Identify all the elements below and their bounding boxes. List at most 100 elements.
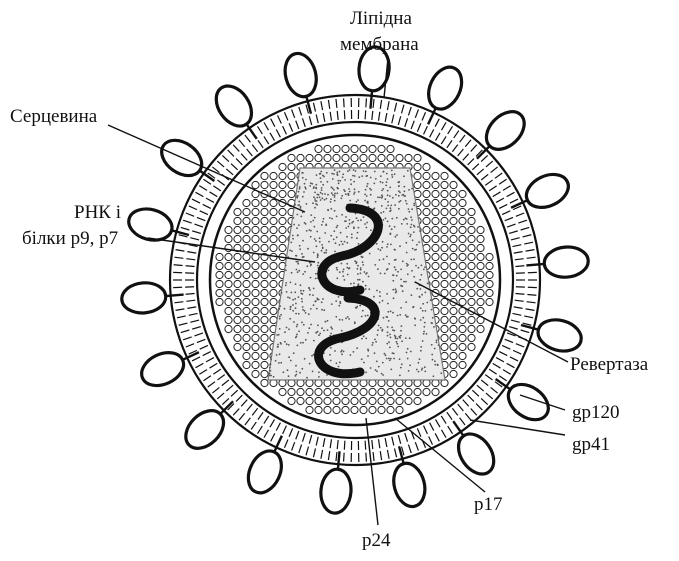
capsid-dot <box>356 201 358 203</box>
capsid-dot <box>349 267 351 269</box>
lipid-tick-inner <box>417 428 420 436</box>
lipid-tick-inner <box>463 154 469 161</box>
capsid-dot <box>414 318 416 320</box>
capsid-dot <box>325 224 327 226</box>
matrix-bead <box>279 190 286 197</box>
capsid-dot <box>321 244 323 246</box>
capsid-dot <box>438 344 440 346</box>
capsid-dot <box>387 243 389 245</box>
lipid-tick-inner <box>511 238 520 240</box>
capsid-dot <box>328 270 330 272</box>
lipid-tick-inner <box>302 118 305 127</box>
capsid-dot <box>345 317 347 319</box>
capsid-dot <box>333 173 335 175</box>
matrix-bead <box>459 208 466 215</box>
lipid-tick-outer <box>176 250 185 252</box>
lipid-tick-outer <box>507 192 515 196</box>
capsid-dot <box>306 230 308 232</box>
matrix-bead <box>459 217 466 224</box>
lipid-tick-outer <box>526 250 535 252</box>
matrix-bead <box>369 154 376 161</box>
lipid-tick-outer <box>408 107 411 116</box>
capsid-dot <box>399 192 401 194</box>
capsid-dot <box>431 309 433 311</box>
matrix-bead <box>459 352 466 359</box>
capsid-dot <box>269 364 271 366</box>
capsid-dot <box>315 278 317 280</box>
matrix-bead <box>468 217 475 224</box>
matrix-bead <box>468 253 475 260</box>
matrix-bead <box>324 145 331 152</box>
capsid-dot <box>357 273 359 275</box>
capsid-dot <box>406 263 408 265</box>
matrix-bead <box>432 271 439 278</box>
capsid-dot <box>395 337 397 339</box>
capsid-dot <box>302 172 304 174</box>
capsid-dot <box>386 269 388 271</box>
capsid-dot <box>324 199 326 201</box>
capsid-dot <box>382 362 384 364</box>
lipid-tick-outer <box>222 155 229 161</box>
lipid-tick-inner <box>515 300 524 301</box>
capsid-dot <box>321 327 323 329</box>
matrix-bead <box>369 397 376 404</box>
capsid-dot <box>366 195 368 197</box>
lipid-tick-inner <box>430 129 434 137</box>
capsid-dot <box>396 234 398 236</box>
gp120-knob <box>521 168 574 214</box>
capsid-dot <box>365 371 367 373</box>
capsid-dot <box>426 333 428 335</box>
matrix-bead <box>261 181 268 188</box>
matrix-bead <box>459 343 466 350</box>
lipid-tick-inner <box>405 433 408 442</box>
lipid-tick-inner <box>505 339 513 342</box>
matrix-bead <box>351 154 358 161</box>
capsid-dot <box>304 358 306 360</box>
lipid-tick-inner <box>514 252 523 254</box>
lipid-tick-inner <box>186 266 195 267</box>
capsid-dot <box>338 296 340 298</box>
lipid-tick-outer <box>435 119 439 127</box>
capsid-dot <box>358 191 360 193</box>
lipid-tick-inner <box>477 169 484 175</box>
capsid-dot <box>385 218 387 220</box>
capsid-dot <box>388 263 390 265</box>
capsid-dot <box>301 298 303 300</box>
matrix-bead <box>378 154 385 161</box>
matrix-bead <box>450 262 457 269</box>
capsid-dot <box>387 201 389 203</box>
capsid-dot <box>300 207 302 209</box>
lipid-tick-outer <box>527 294 536 295</box>
capsid-dot <box>321 189 323 191</box>
capsid-dot <box>395 288 397 290</box>
lipid-tick-inner <box>200 345 208 349</box>
capsid-dot <box>419 296 421 298</box>
capsid-dot <box>364 200 366 202</box>
matrix-bead <box>270 307 277 314</box>
matrix-bead <box>441 199 448 206</box>
capsid-dot <box>400 367 402 369</box>
capsid-dot <box>296 326 298 328</box>
capsid-dot <box>280 314 282 316</box>
capsid-dot <box>362 281 364 283</box>
capsid-dot <box>378 325 380 327</box>
capsid-dot <box>420 307 422 309</box>
matrix-bead <box>459 289 466 296</box>
capsid-dot <box>424 292 426 294</box>
matrix-bead <box>450 352 457 359</box>
capsid-dot <box>341 214 343 216</box>
capsid-dot <box>408 208 410 210</box>
capsid-dot <box>307 248 309 250</box>
lipid-tick-outer <box>179 323 188 325</box>
capsid-dot <box>395 336 397 338</box>
capsid-dot <box>354 175 356 177</box>
capsid-dot <box>286 327 288 329</box>
lipid-tick-outer <box>264 430 269 438</box>
capsid-dot <box>322 298 324 300</box>
lipid-tick-inner <box>424 126 428 134</box>
lipid-tick-outer <box>186 213 194 216</box>
capsid-dot <box>354 191 356 193</box>
capsid-dot <box>349 169 351 171</box>
capsid-dot <box>309 294 311 296</box>
virion-core <box>210 135 500 425</box>
